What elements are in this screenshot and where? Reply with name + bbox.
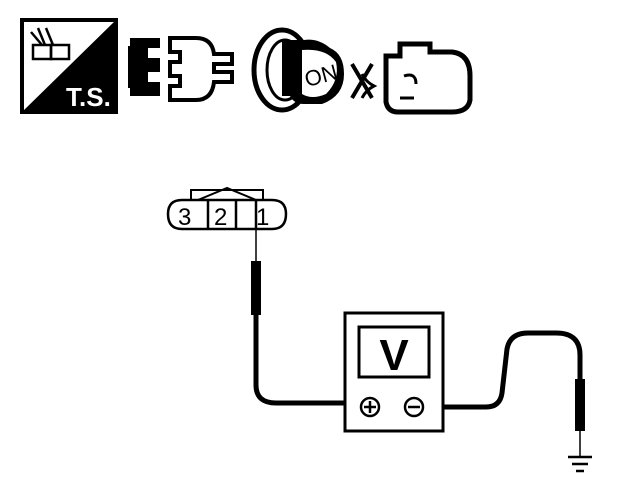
- connector-disconnect-icon: [128, 36, 234, 102]
- ignition-on-icon: ON: [251, 27, 344, 113]
- pin-3-label: 3: [178, 204, 191, 231]
- positive-probe-lead: [251, 229, 345, 406]
- pin-2-label: 2: [214, 204, 227, 231]
- terminal-test-icon: T.S.: [20, 18, 118, 114]
- voltmeter: V: [343, 311, 445, 433]
- engine-off-icon: [350, 41, 473, 115]
- negative-terminal-icon: [403, 396, 425, 418]
- positive-terminal-icon: [359, 396, 381, 418]
- ground-icon: [568, 455, 592, 473]
- harness-connector: 3 2 1: [166, 186, 288, 231]
- voltmeter-symbol: V: [379, 331, 409, 380]
- ts-label: T.S.: [66, 82, 111, 112]
- pin-1-label: 1: [256, 204, 269, 231]
- negative-probe-lead: [443, 330, 585, 456]
